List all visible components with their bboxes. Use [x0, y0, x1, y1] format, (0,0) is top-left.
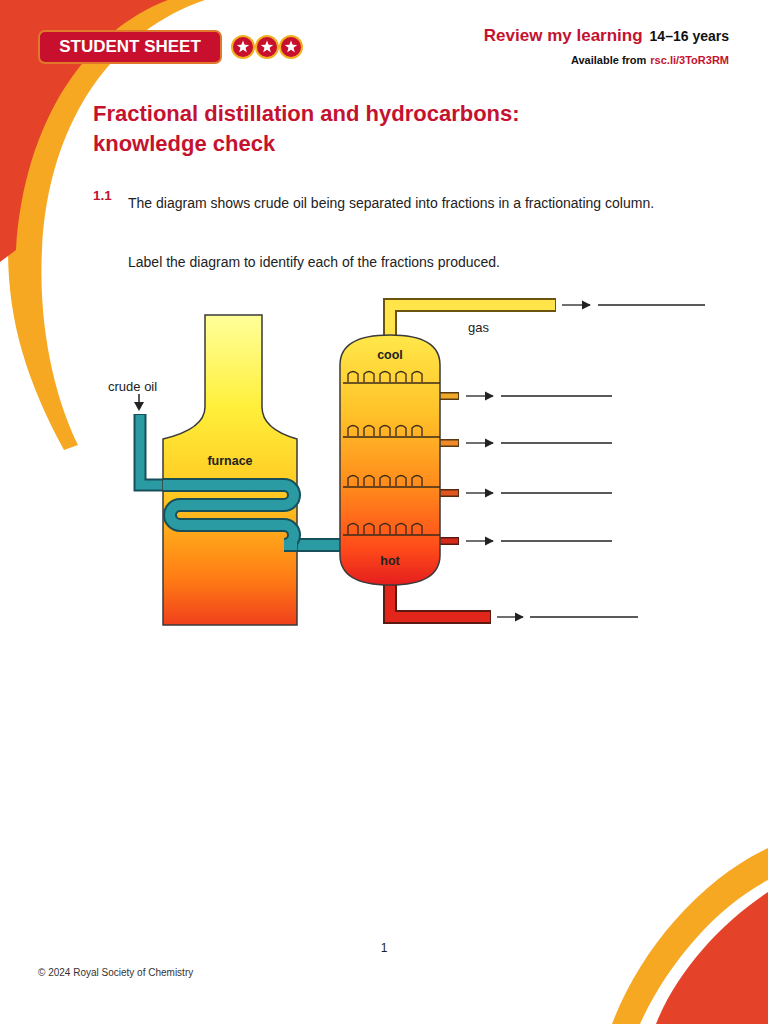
- corner-band: [656, 892, 768, 1024]
- part-name: furnace: [207, 454, 252, 468]
- label-slot: 1: [376, 940, 392, 956]
- gas-pipe: [390, 305, 556, 341]
- artwork-part: [348, 426, 358, 437]
- fraction-label: gas: [468, 319, 489, 336]
- artwork-part: [138, 394, 140, 403]
- series-name: Review my learning: [484, 25, 643, 47]
- page-title: Fractional distillation and hydrocarbons…: [93, 99, 543, 159]
- artwork-part: [380, 372, 390, 383]
- label-slot: crude oil: [108, 378, 157, 395]
- column-drawing: [340, 335, 440, 585]
- artwork-part: [256, 36, 278, 58]
- label-slot: 1.1: [93, 187, 112, 205]
- artwork-part: [412, 426, 422, 437]
- artwork-part: [364, 524, 374, 535]
- zone-label: hot: [380, 554, 399, 568]
- corner-decoration: [0, 0, 205, 450]
- corner-decoration: [612, 848, 768, 1024]
- artwork-part: [466, 395, 493, 396]
- artwork-part: [390, 305, 556, 340]
- fractionating-column: cool hot: [340, 335, 440, 585]
- label-slot: gas: [468, 319, 489, 336]
- artwork-part: [343, 534, 440, 535]
- artwork-part: [501, 442, 612, 443]
- heating-coil: [163, 485, 297, 545]
- artwork-part: [343, 382, 440, 383]
- artwork-part: [396, 476, 406, 487]
- banner-text: STUDENT SHEET: [59, 37, 201, 57]
- age-range: 14–16 years: [650, 27, 729, 45]
- star-icon: [256, 36, 278, 58]
- feed-pipe: [297, 540, 340, 550]
- artwork-part: [412, 476, 422, 487]
- artwork-part: [280, 36, 302, 58]
- furnace-shape: furnace: [163, 315, 297, 625]
- label-slot: The diagram shows crude oil being separa…: [128, 187, 658, 220]
- column-outline: [340, 335, 440, 585]
- artwork-part: [380, 524, 390, 535]
- artwork-part: [396, 524, 406, 535]
- artwork-part: [261, 41, 273, 53]
- input-label: crude oil: [108, 378, 157, 395]
- question-text: The diagram shows crude oil being separa…: [128, 187, 658, 220]
- artwork-part: [466, 442, 493, 443]
- question-number: 1.1: [93, 187, 112, 205]
- artwork-part: [348, 372, 358, 383]
- furnace-drawing: [163, 315, 297, 625]
- artwork-part: [466, 540, 493, 541]
- artwork-part: [390, 580, 491, 617]
- star-icon: [232, 36, 254, 58]
- header-group: Review my learning 14–16 years: [484, 25, 729, 47]
- artwork-part: [348, 524, 358, 535]
- artwork-part: [343, 486, 440, 487]
- artwork-part: [396, 426, 406, 437]
- artwork-part: [364, 372, 374, 383]
- answer-lines: [466, 305, 705, 617]
- furnace-outline: [163, 315, 297, 625]
- corner-band: [612, 848, 768, 1024]
- artwork-part: [390, 305, 555, 341]
- artwork-part: [497, 616, 523, 617]
- label-slot: © 2024 Royal Society of Chemistry: [38, 966, 193, 979]
- star-icon: [280, 36, 302, 58]
- artwork-part: [412, 372, 422, 383]
- star-rating: [232, 36, 302, 58]
- header-group: Available from rsc.li/3ToR3RM: [571, 53, 729, 67]
- artwork-part: [530, 616, 638, 617]
- artwork-part: [501, 540, 612, 541]
- instruction-text: Label the diagram to identify each of th…: [128, 253, 688, 271]
- artwork-part: [412, 524, 422, 535]
- artwork-part: [232, 36, 254, 58]
- artwork-part: [466, 492, 493, 493]
- artwork-part: [364, 476, 374, 487]
- artwork-part: [380, 476, 390, 487]
- copyright-note: © 2024 Royal Society of Chemistry: [38, 966, 193, 979]
- pipe-outline: [297, 538, 340, 552]
- artwork-part: [562, 304, 590, 305]
- label-slot: Label the diagram to identify each of th…: [128, 253, 688, 271]
- column-trays: [343, 372, 440, 536]
- artwork-part: [237, 41, 249, 53]
- title-slot: Fractional distillation and hydrocarbons…: [93, 99, 543, 159]
- artwork-part: [380, 426, 390, 437]
- page-number: 1: [376, 940, 392, 956]
- artwork-part: [285, 41, 297, 53]
- artwork-part: [134, 402, 144, 411]
- source-note: Available from: [571, 53, 646, 67]
- source-link: rsc.li/3ToR3RM: [650, 53, 729, 67]
- artwork-part: [396, 372, 406, 383]
- artwork-part: [364, 426, 374, 437]
- corner-band: [0, 0, 205, 450]
- heating-coil: [163, 485, 297, 545]
- sheet-banner: STUDENT SHEET: [38, 30, 222, 64]
- artwork-part: [501, 395, 612, 396]
- artwork-part: [598, 304, 705, 305]
- artwork-part: [343, 436, 440, 437]
- artwork-part: [501, 492, 612, 493]
- zone-label: cool: [377, 348, 403, 362]
- artwork-part: [348, 476, 358, 487]
